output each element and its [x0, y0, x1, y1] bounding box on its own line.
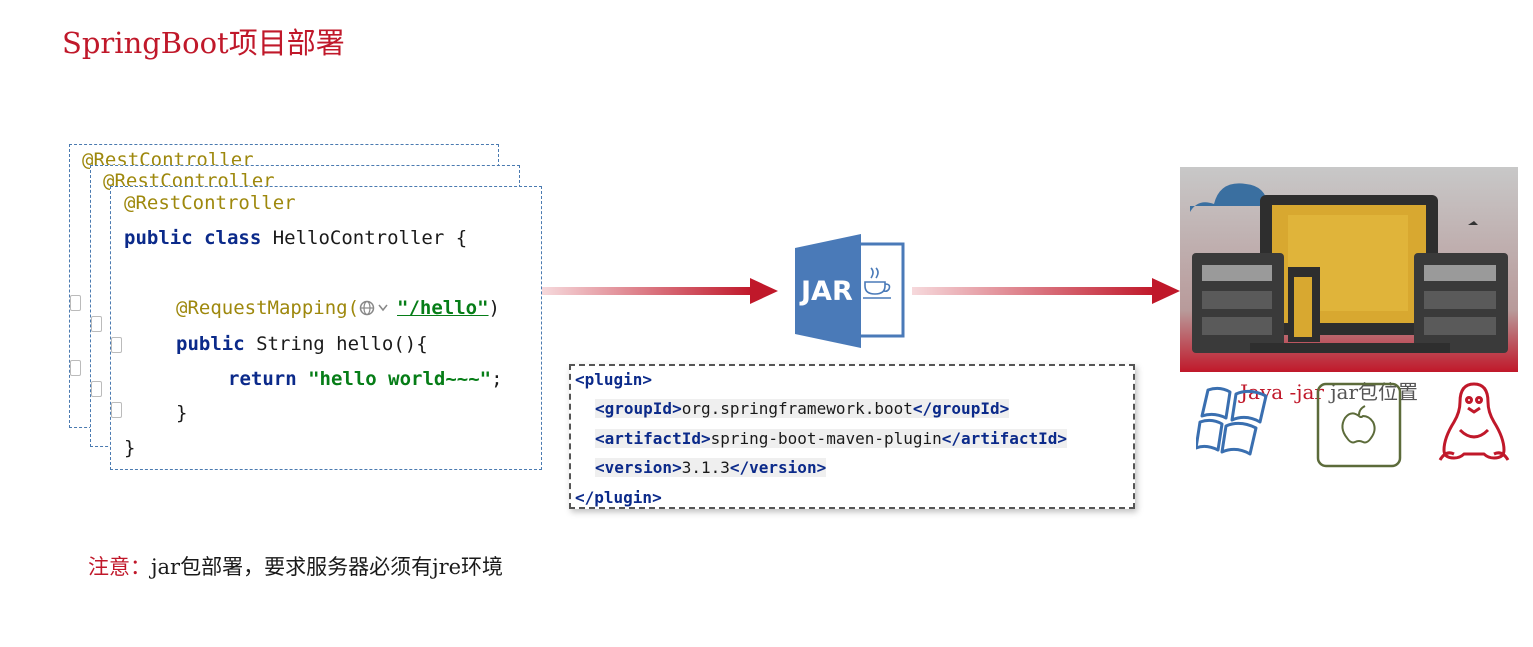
code-return: return "hello world~~~";	[228, 368, 503, 390]
xml-plugin-close: </plugin>	[575, 488, 662, 507]
code-class-decl: public class HelloController {	[124, 227, 468, 249]
page-title: SpringBoot项目部署	[62, 26, 345, 60]
xml-group-id: <groupId>org.springframework.boot</group…	[595, 399, 1010, 418]
deployment-note: 注意：jar包部署，要求服务器必须有jre环境	[88, 555, 504, 579]
fold-marker	[111, 402, 122, 418]
xml-artifact-id: <artifactId>spring-boot-maven-plugin</ar…	[595, 429, 1068, 448]
xml-version: <version>3.1.3</version>	[595, 458, 827, 477]
fold-marker	[70, 360, 81, 376]
code-card-front: @RestController public class HelloContro…	[110, 186, 542, 470]
server-illustration	[1180, 167, 1518, 372]
linux-tux-icon	[1438, 382, 1510, 461]
xml-plugin-open: <plugin>	[575, 370, 653, 389]
code-close-outer: }	[124, 437, 136, 459]
globe-icon	[359, 297, 397, 319]
apple-icon	[1316, 382, 1402, 468]
arrow-code-to-jar	[542, 278, 778, 304]
svg-text:JAR: JAR	[799, 276, 853, 307]
jar-file-icon: JAR	[795, 234, 905, 348]
code-mapping: @RequestMapping("/hello")	[176, 297, 500, 319]
fold-marker	[111, 337, 122, 353]
fold-marker	[91, 316, 102, 332]
arrow-jar-to-server	[912, 278, 1180, 304]
code-close-inner: }	[176, 402, 188, 424]
windows-icon	[1196, 386, 1268, 456]
code-method-sig: public String hello(){	[176, 333, 428, 355]
code-annotation: @RestController	[124, 192, 296, 214]
maven-plugin-xml: <plugin> <groupId>org.springframework.bo…	[569, 364, 1135, 509]
fold-marker	[91, 381, 102, 397]
java-cup-icon	[863, 267, 891, 299]
fold-marker	[70, 295, 81, 311]
